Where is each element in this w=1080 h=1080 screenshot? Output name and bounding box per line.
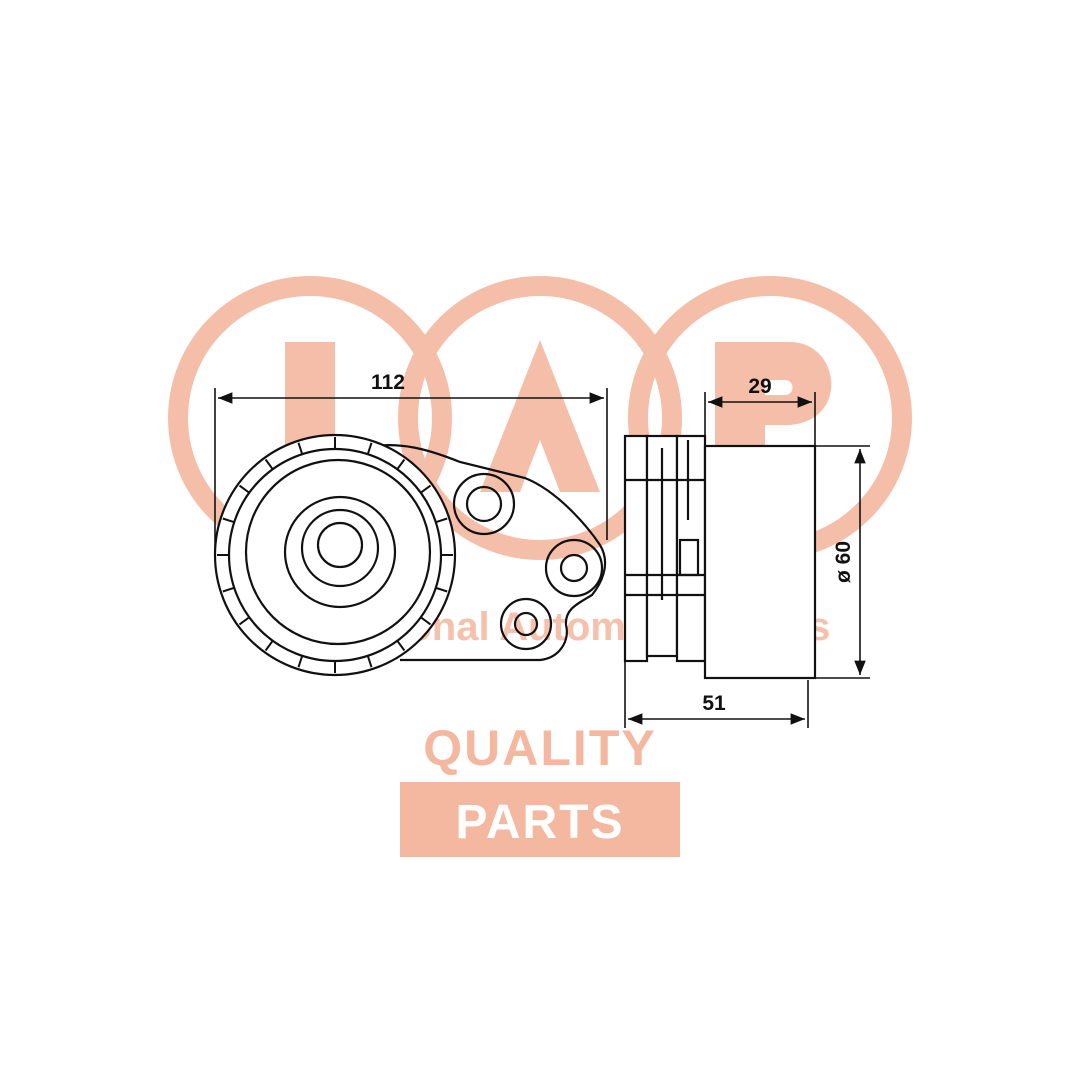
pulley-tooth — [238, 616, 250, 626]
watermark-letter-a — [480, 340, 600, 492]
pulley-tooth — [297, 442, 304, 455]
side-view — [623, 434, 817, 680]
mounting-hole-lower — [513, 611, 539, 637]
pulley-tooth — [396, 458, 406, 470]
dimension-29 — [704, 392, 816, 446]
pulley-outer — [213, 433, 457, 677]
mounting-hole-lower-boss — [499, 597, 553, 651]
pulley-teeth — [217, 437, 453, 673]
pulley-tooth — [366, 655, 373, 668]
side-collar — [675, 434, 707, 663]
dimension-112 — [214, 388, 608, 560]
dimension-diameter — [815, 445, 870, 679]
watermark-parts-box — [400, 782, 680, 857]
mounting-hole-upper-boss — [452, 472, 516, 536]
pulley-tooth — [435, 517, 448, 524]
pulley-tooth — [420, 484, 432, 494]
pulley-tooth — [396, 640, 406, 652]
pulley-tooth — [238, 484, 250, 494]
mounting-hole-right-boss — [544, 538, 604, 598]
pulley-tooth — [222, 517, 235, 524]
mounting-hole-upper — [465, 485, 503, 523]
pulley-hub — [283, 495, 397, 609]
watermark-quality: QUALITY — [423, 720, 656, 776]
watermark-registered: ® — [664, 790, 672, 801]
dim-29-label: 29 — [748, 375, 771, 398]
pulley-tooth — [366, 442, 373, 455]
mounting-hole-right — [559, 553, 589, 583]
watermark-parts: PARTS — [455, 796, 624, 849]
side-adjuster — [678, 538, 700, 577]
pulley-tooth — [297, 655, 304, 668]
dim-112-label: 112 — [371, 371, 405, 394]
side-base-plate — [623, 434, 649, 663]
pulley-tooth — [435, 586, 448, 593]
pulley-tooth — [420, 616, 432, 626]
pulley-hub-inner — [300, 508, 380, 588]
pulley-tooth — [264, 640, 274, 652]
dim-60-label: ø 60 — [832, 541, 855, 583]
pulley-tooth — [222, 586, 235, 593]
dim-51-label: 51 — [702, 692, 726, 715]
dimension-51 — [624, 661, 809, 728]
pulley-tooth — [264, 458, 274, 470]
bracket-arm — [359, 444, 607, 662]
pulley-ring — [244, 458, 432, 646]
pulley-bore — [316, 521, 364, 569]
watermark-circle-middle — [398, 276, 682, 560]
side-pulley-drum — [703, 444, 817, 680]
